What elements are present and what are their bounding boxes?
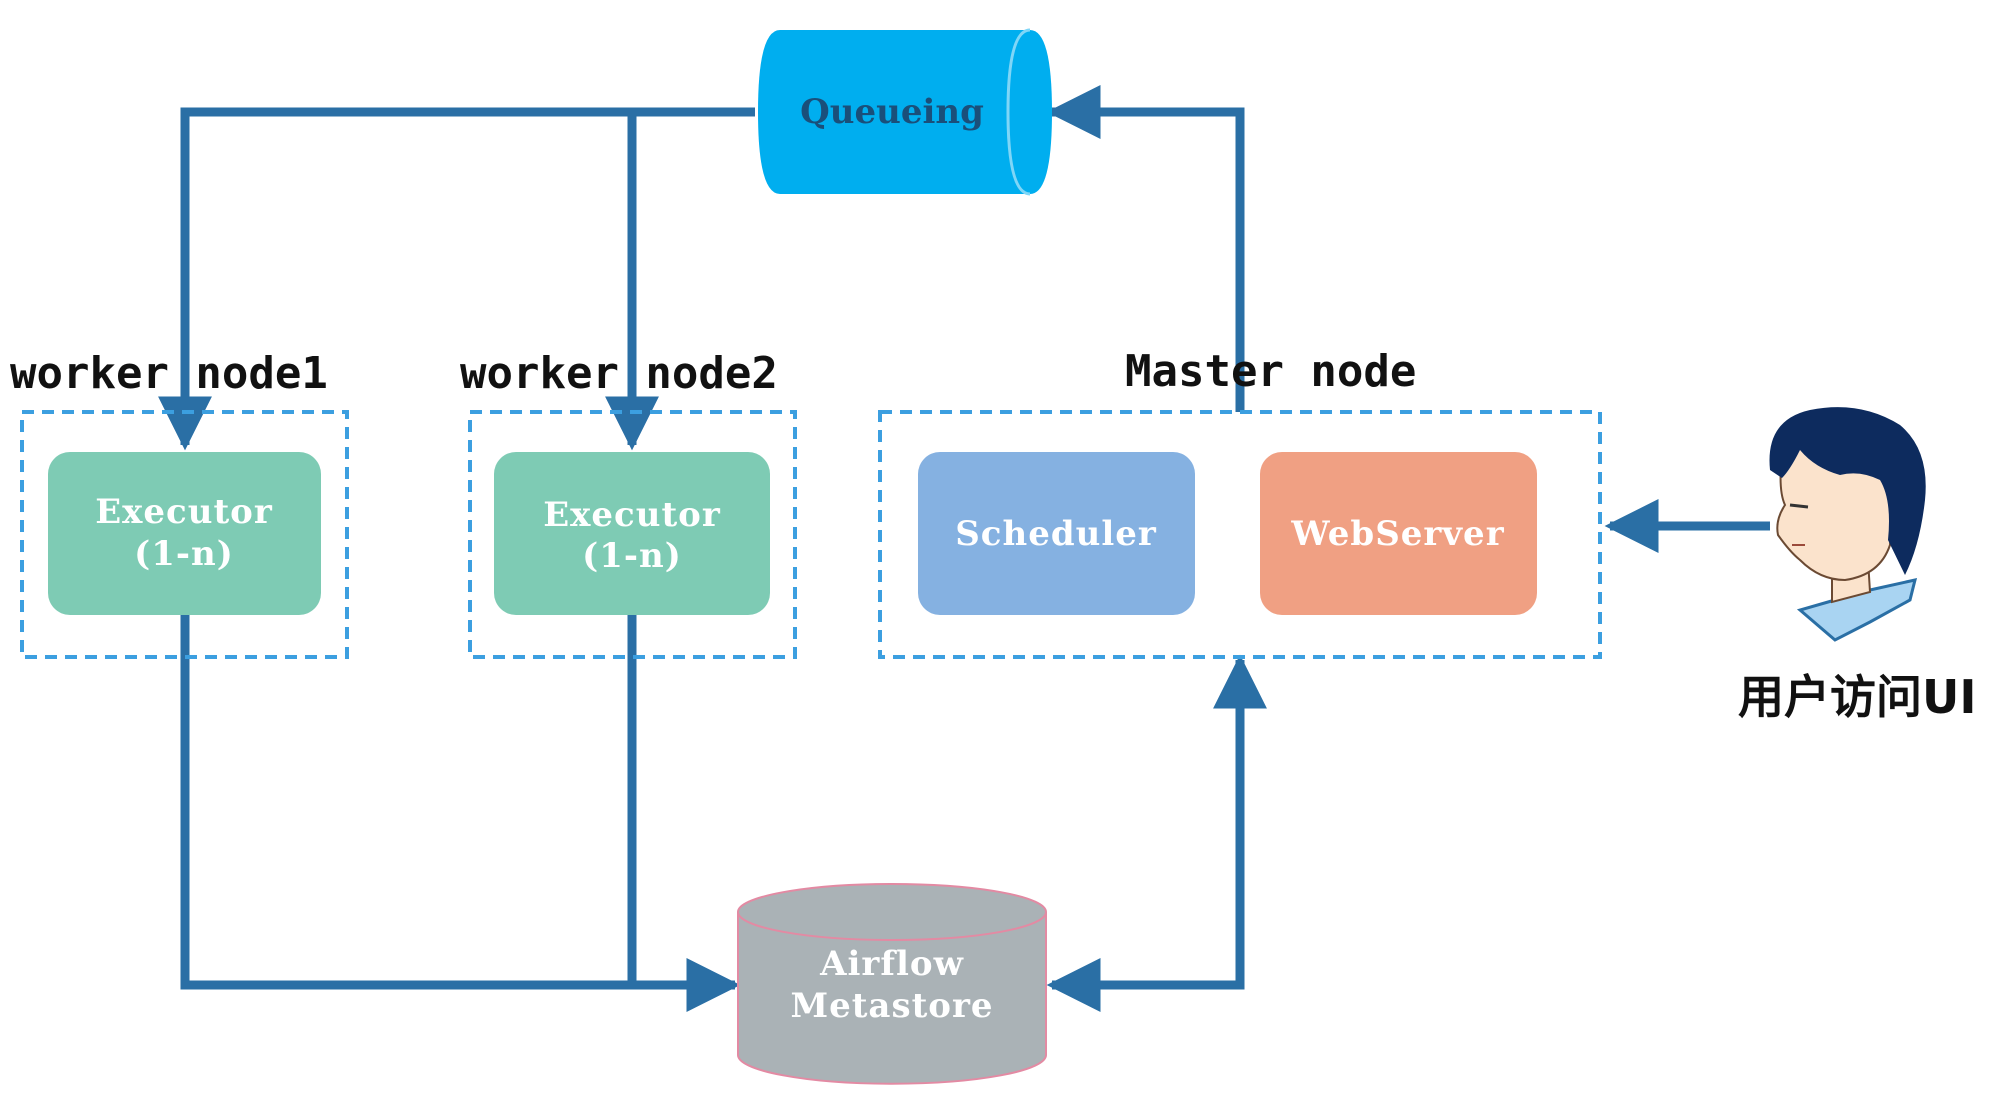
queueing-label: Queueing: [800, 92, 984, 132]
user-person-icon: [1769, 407, 1926, 642]
connectors: [158, 85, 1770, 1012]
user-access-label: 用户访问UI: [1738, 670, 1976, 724]
master-node-title: Master node: [1125, 346, 1416, 397]
master-node-box: [878, 410, 1602, 659]
executor-node1: Executor (1-n): [48, 452, 321, 615]
worker-node1-title: worker node1: [10, 348, 328, 399]
scheduler-label: Scheduler: [955, 514, 1157, 554]
arrow-master-to-queue: [1046, 85, 1245, 412]
worker-node2-box: [468, 410, 797, 659]
executor-node2: Executor (1-n): [494, 452, 770, 615]
metastore-label-line1: Airflow: [819, 944, 964, 984]
worker-node2-title: worker node2: [460, 348, 778, 399]
executor1-label-line1: Executor: [95, 492, 273, 532]
arrow-queue-to-executor1: [158, 107, 755, 451]
queueing-node: Queueing: [758, 28, 1052, 196]
webserver-label: WebServer: [1290, 514, 1504, 554]
executor1-label-line2: (1-n): [134, 534, 234, 574]
metastore-label-line2: Metastore: [790, 986, 993, 1026]
scheduler-node: Scheduler: [918, 452, 1195, 615]
webserver-node: WebServer: [1260, 452, 1537, 615]
arrow-metastore-master: [1046, 654, 1267, 1012]
metastore-node: Airflow Metastore: [737, 883, 1047, 1085]
executor2-label-line1: Executor: [543, 495, 721, 535]
arrow-executor1-to-metastore: [180, 615, 741, 1012]
executor2-label-line2: (1-n): [582, 536, 682, 576]
worker-node1-box: [20, 410, 349, 659]
